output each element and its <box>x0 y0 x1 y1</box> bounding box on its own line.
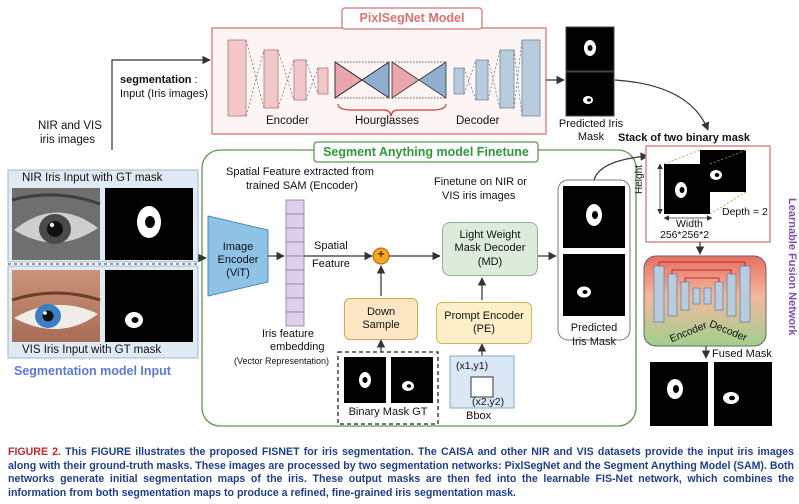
mask-decoder-label-2: Mask Decoder <box>454 242 526 255</box>
spatial-feature-label-2: Feature <box>312 258 350 270</box>
pixlsegnet-encoder-label: Encoder <box>266 115 309 127</box>
arrow-masks-to-stack <box>614 79 710 131</box>
image-encoder-block <box>207 215 269 297</box>
prompt-encoder-label-1: Prompt Encoder <box>444 309 524 322</box>
dims-label: 256*256*2 <box>660 229 710 241</box>
figure-caption: FIGURE 2. This FIGURE illustrates the pr… <box>8 446 794 500</box>
down-sample-block: Down Sample <box>344 298 418 340</box>
sam-predicted-label-2: Iris Mask <box>572 336 616 348</box>
down-sample-label-1: Down <box>366 305 396 318</box>
image-encoder-label-1: Image <box>222 241 254 253</box>
sam-title: Segment Anything model Finetune <box>323 145 529 159</box>
fusion-skip-connections <box>658 261 746 282</box>
nir-vis-label-2: iris images <box>40 134 95 146</box>
vis-eye-drawing <box>11 291 101 330</box>
pixlsegnet-predicted-label-1: Predicted Iris <box>558 118 624 130</box>
pixlsegnet-predicted-masks <box>565 26 615 117</box>
pixlsegnet-hourglasses-label: Hourglasses <box>355 115 419 127</box>
pixlsegnet-title: PixlSegNet Model <box>359 11 465 25</box>
iris-embedding-column <box>285 199 305 327</box>
segmentation-input-heading: segmentation : <box>120 74 198 87</box>
segmentation-model-input-title: Segmentation model Input <box>14 364 171 378</box>
spatial-feature-label-1: Spatial <box>314 240 348 252</box>
segmentation-input-sub: Input (Iris images) <box>120 88 209 100</box>
stack-front-pupil <box>679 187 685 193</box>
caption-text: This FIGURE illustrates the proposed FIS… <box>8 446 794 499</box>
segmentation-bold: segmentation <box>120 74 192 86</box>
arrow-sam-to-stack <box>593 152 649 181</box>
bbox-bottom-right-label: (x2,y2) <box>472 396 505 408</box>
segmentation-colon: : <box>191 74 198 86</box>
hourglass-blocks <box>334 61 447 99</box>
fisnet-diagram <box>7 7 772 427</box>
nir-vis-label-1: NIR and VIS <box>38 120 102 132</box>
gt-mask-vis-pupil <box>406 384 412 388</box>
sam-predicted-nir-pupil <box>592 211 598 219</box>
mask-decoder-block: Light Weight Mask Decoder (MD) <box>442 222 538 276</box>
stack-title: Stack of two binary mask <box>618 132 751 144</box>
iris-embedding-label-1: Iris feature <box>262 328 314 340</box>
down-sample-label-2: Sample <box>362 319 400 331</box>
bbox-label: Bbox <box>466 410 492 422</box>
learnable-fusion-network-label: Learnable Fusion Network <box>786 198 798 336</box>
stack-back-pupil <box>714 173 720 177</box>
iris-embedding-label-2: embedding <box>270 341 325 353</box>
bbox-square <box>470 376 494 398</box>
arrow-input-to-pixlsegnet <box>111 55 211 150</box>
figure-label: FIGURE 2. <box>8 446 62 458</box>
decoder-connectors <box>463 39 523 117</box>
nir-eye-drawing <box>11 193 101 244</box>
image-encoder-label-3: (ViT) <box>226 267 250 279</box>
spatial-extract-label-2: trained SAM (Encoder) <box>246 180 358 192</box>
prompt-encoder-block: Prompt Encoder (PE) <box>436 302 532 344</box>
height-label: Height <box>634 165 645 194</box>
width-label: Width <box>676 218 703 230</box>
prompt-encoder-label-2: (PE) <box>473 323 495 335</box>
sam-predicted-mask-vis <box>563 254 625 316</box>
nir-input-caption: NIR Iris Input with GT mask <box>22 172 163 184</box>
pixlsegnet-predicted-label-2: Mask <box>577 131 605 143</box>
fused-nir-pupil <box>673 385 679 393</box>
finetune-label-1: Finetune on NIR or <box>434 176 527 188</box>
sam-predicted-label-1: Predicted <box>570 322 618 334</box>
stack-mask-front <box>664 164 710 214</box>
vis-gt-mask <box>105 270 193 342</box>
spatial-extract-label-1: Spatial Feature extracted from <box>226 166 374 178</box>
gt-mask-nir-pupil <box>362 377 368 383</box>
pixlsegnet-decoder <box>453 39 541 117</box>
finetune-label-2: VIS iris images <box>442 190 516 202</box>
image-encoder-label-2: Encoder <box>217 254 259 266</box>
sam-predicted-vis-pupil <box>582 290 588 294</box>
encoder-connectors <box>245 39 319 117</box>
mask-decoder-label-3: (MD) <box>477 255 503 268</box>
mask-decoder-label-1: Light Weight <box>459 229 521 242</box>
depth-label: Depth = 2 <box>722 206 768 218</box>
pixlsegnet-decoder-label: Decoder <box>456 115 500 127</box>
pixlsegnet-encoder <box>227 39 329 117</box>
pixlsegnet-title-box <box>341 7 483 30</box>
bbox-top-left-label: (x1,y1) <box>456 360 489 372</box>
vis-input-caption: VIS Iris Input with GT mask <box>22 344 162 356</box>
fused-mask-vis <box>714 362 772 426</box>
binary-mask-gt-label: Binary Mask GT <box>348 406 428 418</box>
vis-gt-pupil <box>131 317 139 323</box>
vector-representation-label: (Vector Representation) <box>234 356 330 366</box>
gt-mask-vis <box>391 357 433 403</box>
hourglass-brace <box>337 103 447 117</box>
plus-symbol: + <box>377 247 385 261</box>
sam-title-box <box>313 141 539 163</box>
nir-gt-pupil <box>145 216 155 228</box>
stack-depth-lines <box>663 149 747 215</box>
fused-mask-label: Fused Mask <box>712 348 772 360</box>
fused-vis-pupil <box>729 395 735 401</box>
